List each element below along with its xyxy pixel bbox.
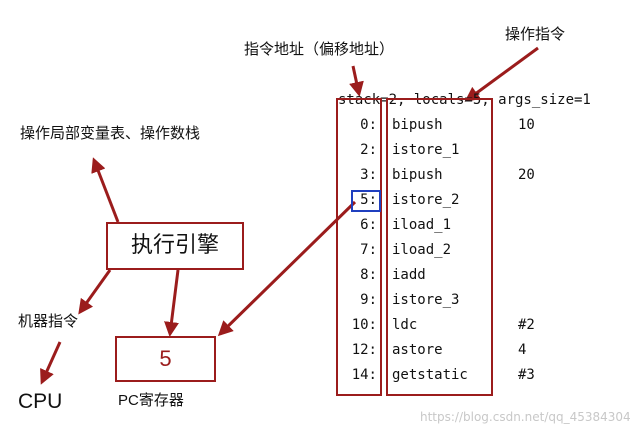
bytecode-argument: #2: [518, 317, 535, 333]
bytecode-instruction: istore_1: [392, 142, 460, 158]
operate-instruction-label: 操作指令: [505, 25, 566, 43]
bytecode-offset: 2:: [360, 142, 377, 158]
pc-register-value: 5: [159, 346, 172, 371]
bytecode-offset: 8:: [360, 267, 377, 283]
offset-address-label: 指令地址（偏移地址）: [244, 40, 395, 58]
bytecode-instruction: astore: [392, 342, 443, 358]
bytecode-offset: 9:: [360, 292, 377, 308]
watermark: https://blog.csdn.net/qq_45384304: [420, 410, 631, 424]
bytecode-instruction: iload_1: [392, 217, 452, 233]
machine-instruction-label: 机器指令: [18, 312, 79, 330]
bytecode-offset: 10:: [351, 317, 377, 333]
bytecode-argument: #3: [518, 367, 535, 383]
pc-register-label: PC寄存器: [118, 392, 184, 409]
bytecode-row: 7: iload_2: [0, 239, 640, 261]
bytecode-instruction: ldc: [392, 317, 418, 333]
execution-engine-label: 执行引擎: [130, 233, 219, 258]
bytecode-row: 9: istore_3: [0, 289, 640, 311]
pc-register-box: [115, 336, 216, 382]
bytecode-row: 6: iload_1: [0, 214, 640, 236]
bytecode-offset: 5:: [360, 192, 377, 208]
arrow-offset5-to-pc: [217, 200, 357, 337]
arrow-instruction-label: [464, 46, 539, 102]
bytecode-offset: 12:: [351, 342, 377, 358]
cpu-label: CPU: [18, 390, 63, 413]
offset-column-box: [336, 98, 382, 396]
bytecode-instruction: getstatic: [392, 367, 468, 383]
bytecode-row: 0: bipush 10: [0, 114, 640, 136]
bytecode-offset: 14:: [351, 367, 377, 383]
bytecode-row: 3: bipush 20: [0, 164, 640, 186]
operate-locals-label: 操作局部变量表、操作数栈: [20, 124, 201, 142]
bytecode-instruction: iadd: [392, 267, 426, 283]
arrow-engine-to-machine: [78, 269, 112, 315]
bytecode-instruction: bipush: [392, 117, 443, 133]
bytecode-offset: 7:: [360, 242, 377, 258]
arrow-engine-to-locals: [91, 157, 120, 223]
arrow-machine-to-cpu: [40, 341, 62, 385]
bytecode-argument: 4: [518, 342, 527, 358]
bytecode-argument: 20: [518, 167, 535, 183]
bytecode-row: 10: ldc #2: [0, 314, 640, 336]
bytecode-offset: 6:: [360, 217, 377, 233]
bytecode-instruction: bipush: [392, 167, 443, 183]
execution-engine-box: [106, 222, 244, 270]
bytecode-argument: 10: [518, 117, 535, 133]
bytecode-offset: 0:: [360, 117, 377, 133]
bytecode-row: 2: istore_1: [0, 139, 640, 161]
bytecode-instruction: istore_2: [392, 192, 460, 208]
offset-5-highlight: [351, 190, 381, 212]
arrow-offset-label: [349, 65, 364, 97]
instruction-column-box: [386, 98, 493, 396]
bytecode-offset: 3:: [360, 167, 377, 183]
bytecode-row: 8: iadd: [0, 264, 640, 286]
arrow-engine-to-pc: [164, 269, 180, 337]
bytecode-row: 5: istore_2: [0, 189, 640, 211]
bytecode-row: 14: getstatic #3: [0, 364, 640, 386]
stack-header: stack=2, locals=5, args_size=1: [338, 92, 591, 108]
bytecode-instruction: iload_2: [392, 242, 452, 258]
bytecode-row: 12: astore 4: [0, 339, 640, 361]
bytecode-instruction: istore_3: [392, 292, 460, 308]
